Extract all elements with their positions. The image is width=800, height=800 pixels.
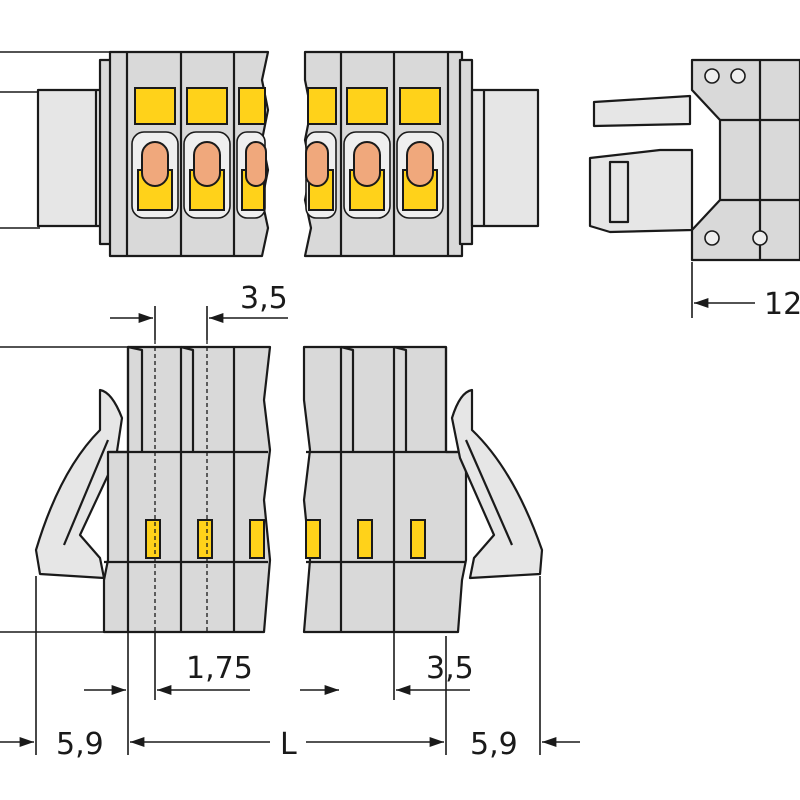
right-flange [458,58,474,246]
top-pole-2 [183,87,231,219]
top-pole-3-partial [236,87,267,219]
side-nose-slot [608,160,630,224]
side-latch-arm [592,94,692,128]
right-latch-block [470,88,540,228]
dim-label-12: 12 [764,287,800,322]
front-window-2 [197,519,213,559]
side-view: 12 [588,58,800,322]
dim-label-pitch-top: 3,5 [240,281,288,316]
left-latch-hook [34,388,124,580]
side-hole-4 [752,230,768,246]
side-housing [690,58,800,262]
right-latch-hook [450,388,544,580]
dim-label-offset: 1,75 [186,651,253,686]
dim-label-pitch-bottom: 3,5 [426,651,474,686]
side-hole-3 [704,230,720,246]
front-view: 3,5 1,75 3,5 5,9 L 5,9 [0,281,580,762]
top-pole-6 [396,87,444,219]
front-window-6 [410,519,426,559]
dim-label-latch-right: 5,9 [470,727,518,762]
side-nose [588,148,694,234]
top-pole-5 [343,87,391,219]
side-hole-2 [730,68,746,84]
top-pole-4-partial [305,87,337,219]
actuator-2 [186,87,228,125]
top-view [0,50,540,258]
front-window-1 [145,519,161,559]
front-housing-right [302,345,468,634]
side-hole-1 [704,68,720,84]
conductor-pin-1 [141,141,169,187]
conductor-pin-2 [193,141,221,187]
front-window-4 [305,519,321,559]
left-latch-block [36,88,110,228]
front-window-5 [357,519,373,559]
front-window-3 [249,519,265,559]
top-pole-1 [131,87,179,219]
actuator-1 [134,87,176,125]
dim-label-length: L [280,727,297,762]
dim-label-latch-left: 5,9 [56,727,104,762]
